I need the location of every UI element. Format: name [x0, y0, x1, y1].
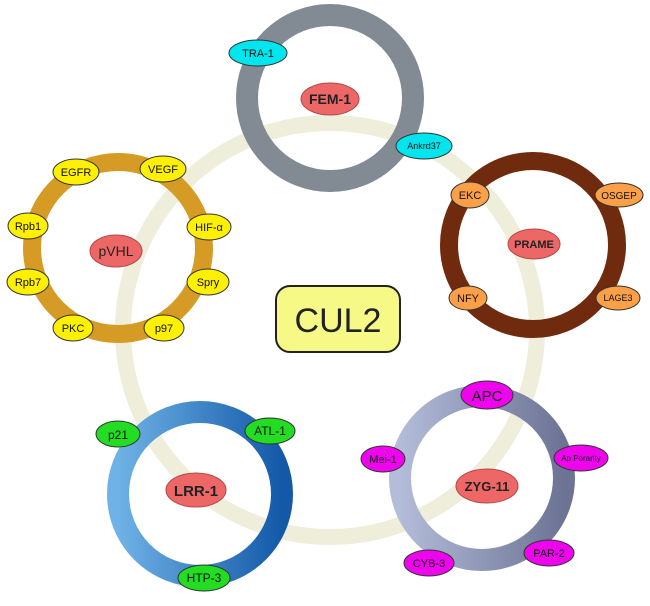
partner-cyb-3: [403, 549, 455, 577]
partner-ankrd37: [395, 132, 453, 160]
partner-label: p97: [155, 323, 173, 335]
partner-label: CYB-3: [413, 558, 445, 570]
complex-label-zyg11: ZYG-11: [465, 479, 510, 494]
partner-label: Rpb1: [15, 221, 41, 233]
partner-label: LAGE3: [603, 293, 632, 303]
partner-label: ATL-1: [254, 424, 286, 438]
partner-pkc: [52, 314, 94, 342]
partner-label: PKC: [62, 323, 85, 335]
center-node: CUL2: [275, 285, 401, 353]
complex-fem1: FEM-1 TRA-1 Ankrd37: [228, 4, 453, 192]
partner-label: HIF-α: [195, 222, 223, 234]
partner-label: HTP-3: [187, 571, 222, 585]
partner-label: Spry: [197, 277, 220, 289]
center-box: [275, 285, 401, 353]
complex-core-lrr1: [165, 472, 227, 508]
partner-p97: [143, 314, 185, 342]
complex-core-zyg11: [455, 468, 519, 504]
partner-label: EKC: [459, 190, 482, 202]
partner-rpb1: [7, 212, 49, 240]
partner-mei-1: [360, 445, 406, 473]
partner-ekc: [450, 181, 490, 209]
partner-label: VEGF: [148, 164, 178, 176]
complex-core-fem1: [300, 82, 360, 116]
partner-label: PAR-2: [533, 548, 565, 560]
complex-core-prame: [507, 228, 561, 260]
complex-label-pvhl: pVHL: [98, 243, 133, 259]
complex-ring-pvhl: [23, 153, 213, 343]
partner-label: Rpb7: [15, 277, 41, 289]
partner-ap-porarity: [553, 444, 609, 472]
partner-lage3: [595, 285, 641, 311]
partner-label: NFY: [457, 293, 480, 305]
partner-par-2: [523, 539, 575, 567]
complex-label-lrr1: LRR-1: [174, 483, 218, 500]
partner-vegf: [139, 155, 187, 183]
partner-label: Mei-1: [369, 454, 397, 466]
partner-nfy: [448, 285, 488, 311]
partner-osgep: [594, 182, 644, 208]
partner-label: TRA-1: [242, 48, 274, 60]
complex-pvhl: pVHL EGFR VEGF Rpb1 HIF-α Rpb7 Spry PKC …: [6, 153, 232, 343]
partner-p21: [95, 420, 141, 448]
partner-label: p21: [108, 428, 128, 442]
partner-label: Ankrd37: [407, 141, 441, 151]
partner-htp-3: [177, 564, 231, 592]
complex-prame: PRAME EKC OSGEP NFY LAGE3: [440, 152, 644, 338]
partner-label: APC: [472, 388, 503, 405]
complex-core-pvhl: [89, 234, 143, 268]
partner-label: OSGEP: [601, 191, 637, 202]
complex-zyg11: ZYG-11 APC Mei-1 Ap Porarity CYB-3 PAR-2: [360, 380, 609, 577]
partner-tra-1: [228, 39, 288, 67]
partner-egfr: [52, 158, 100, 186]
partner-atl-1: [244, 417, 296, 445]
partner-apc: [460, 380, 514, 410]
complex-ring-fem1: [236, 4, 424, 192]
complex-lrr1: LRR-1 p21 ATL-1 HTP-3: [95, 401, 296, 592]
center-label: CUL2: [295, 302, 382, 340]
partner-hif-alpha: [186, 213, 232, 241]
partner-label: EGFR: [61, 167, 92, 179]
complex-label-fem1: FEM-1: [309, 91, 351, 107]
complex-ring-prame: [440, 152, 626, 338]
complex-label-prame: PRAME: [514, 239, 554, 251]
partner-spry: [186, 268, 230, 296]
partner-rpb7: [6, 268, 50, 296]
partner-label: Ap Porarity: [561, 454, 601, 463]
